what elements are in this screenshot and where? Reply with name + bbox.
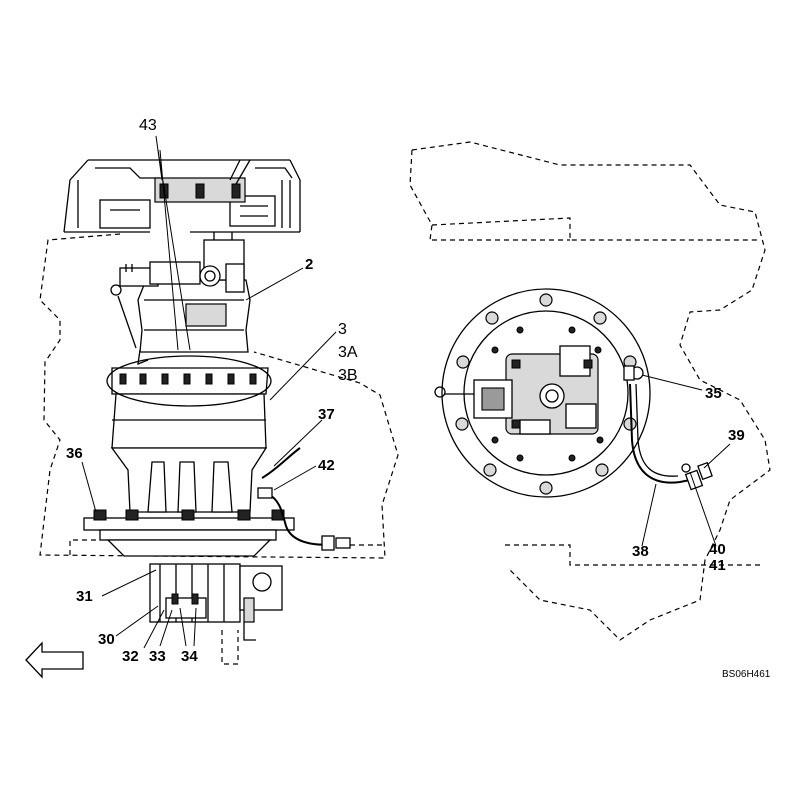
- callout-39: 39: [728, 427, 745, 444]
- mounting-flange: [83, 509, 295, 557]
- swing-motor-side-view: [25, 159, 399, 679]
- upper-frame: [63, 159, 301, 233]
- callout-35: 35: [705, 385, 722, 402]
- drawing-reference-code: BS06H461: [722, 669, 771, 680]
- callout-3: 3: [338, 321, 347, 338]
- hose-38: [629, 383, 691, 484]
- callout-34: 34: [181, 648, 198, 665]
- callout-2: 2: [305, 256, 314, 273]
- hose-42: [267, 493, 335, 546]
- callout-3a: 3A: [338, 344, 358, 361]
- callout-32: 32: [122, 648, 139, 665]
- callout-30: 30: [98, 631, 115, 648]
- callout-38: 38: [632, 543, 649, 560]
- callout-41: 41: [709, 557, 726, 574]
- callout-36: 36: [66, 445, 83, 462]
- callout-42: 42: [318, 457, 335, 474]
- callout-33: 33: [149, 648, 166, 665]
- swing-motor-top-view: [409, 141, 771, 641]
- callout-31: 31: [76, 588, 93, 605]
- machine-outline-right: [409, 141, 771, 641]
- valve-block: [473, 345, 599, 435]
- callout-37: 37: [318, 406, 335, 423]
- reduction-housing: [106, 349, 272, 449]
- leader-lines: [81, 135, 731, 649]
- callout-40: 40: [709, 541, 726, 558]
- direction-arrow: [25, 641, 84, 679]
- hose-37: [261, 447, 301, 479]
- callout-3b: 3B: [338, 367, 358, 384]
- mounting-pedestal: [110, 447, 268, 513]
- grease-tube: [117, 295, 137, 349]
- machine-outline-left: [39, 233, 399, 559]
- callout-43: 43: [139, 117, 157, 134]
- swing-motor: [119, 232, 251, 353]
- pinion-assembly: [149, 563, 283, 665]
